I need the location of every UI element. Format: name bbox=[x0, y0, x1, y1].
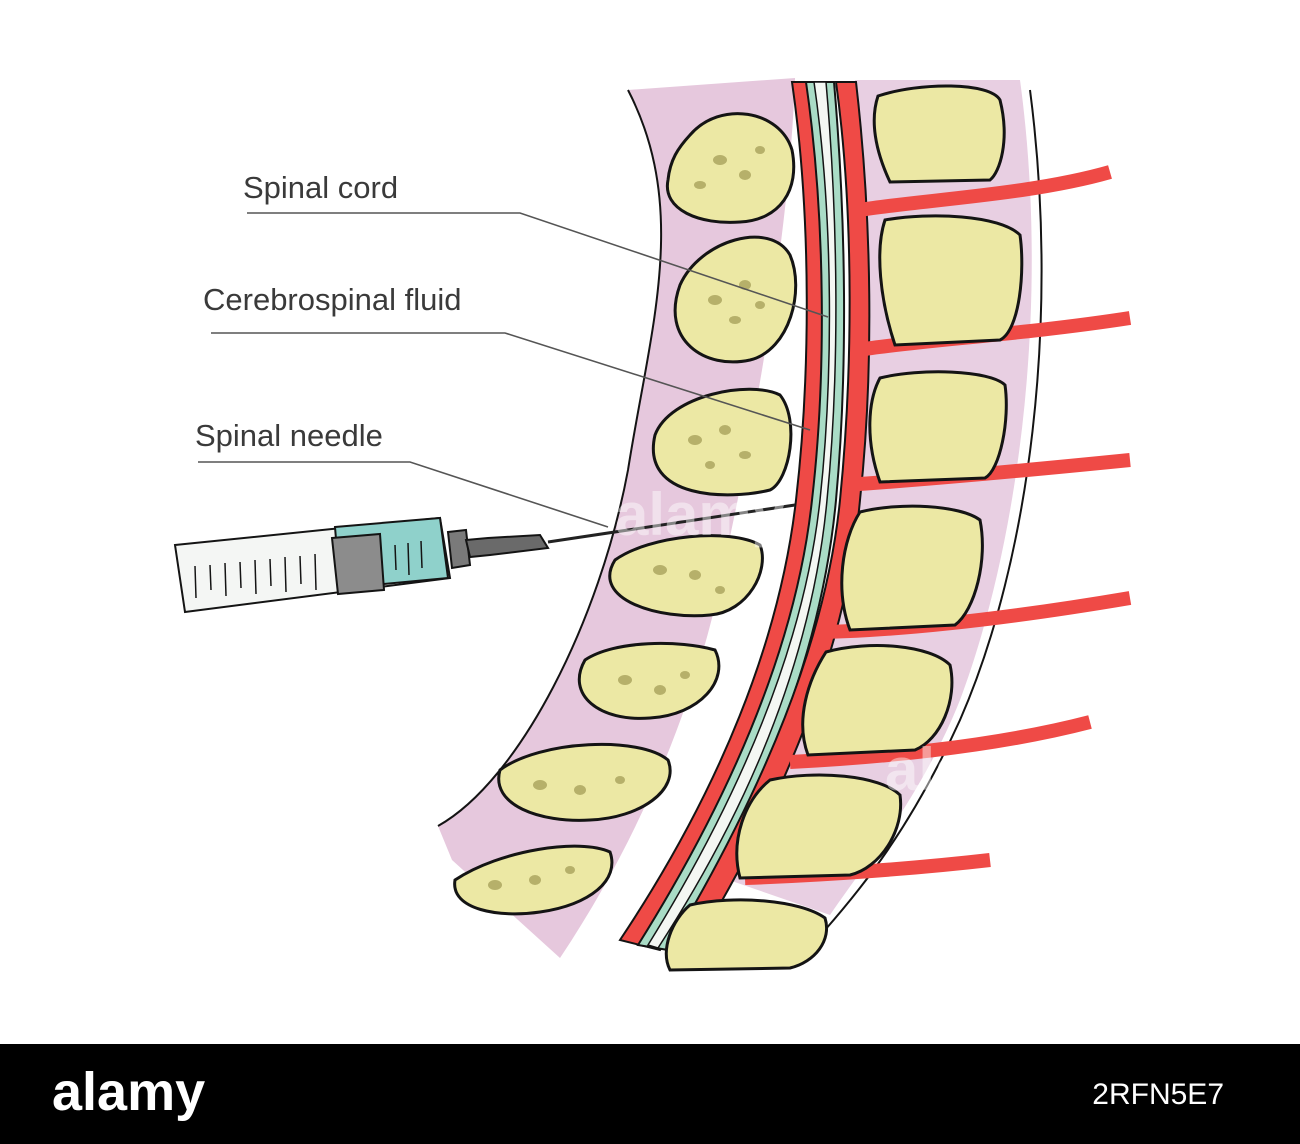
label-spinal-cord: Spinal cord bbox=[243, 170, 399, 205]
vertebral-body-5 bbox=[801, 644, 954, 757]
syringe-graduations bbox=[194, 540, 423, 599]
watermark: alamy bbox=[615, 481, 786, 548]
tissue-outline-left bbox=[437, 89, 663, 827]
image-id: 2RFN5E7 bbox=[1092, 1078, 1224, 1111]
spinous-process-3 bbox=[651, 387, 793, 497]
spinal-cord bbox=[646, 81, 837, 949]
vertebral-bodies bbox=[664, 84, 1024, 972]
vertebral-body-2 bbox=[878, 214, 1024, 347]
spinous-processes bbox=[453, 112, 798, 916]
syringe bbox=[173, 503, 796, 614]
footer-bar: alamy 2RFN5E7 bbox=[0, 1044, 1300, 1144]
vertebral-body-6 bbox=[735, 773, 903, 880]
spinal-tap-diagram bbox=[173, 78, 1132, 972]
needle-hub bbox=[464, 533, 550, 559]
label-spinal-needle: Spinal needle bbox=[195, 418, 383, 453]
spinous-process-5 bbox=[577, 641, 721, 720]
spinal-needle bbox=[547, 503, 796, 544]
leader-line-needle bbox=[198, 461, 609, 528]
syringe-plunger bbox=[330, 532, 386, 596]
vertebral-body-7 bbox=[664, 898, 828, 972]
label-cerebrospinal-fluid: Cerebrospinal fluid bbox=[203, 282, 462, 317]
spinous-process-4 bbox=[608, 534, 764, 618]
spinous-process-2 bbox=[673, 235, 798, 364]
vertebral-body-1 bbox=[872, 84, 1006, 184]
spinous-process-1 bbox=[665, 112, 796, 224]
vertebral-body-3 bbox=[868, 370, 1008, 484]
vertebral-body-4 bbox=[840, 504, 984, 632]
bone-texture bbox=[488, 146, 765, 890]
watermark: alamy bbox=[885, 736, 1056, 803]
leader-line-csf bbox=[211, 332, 811, 431]
syringe-hub bbox=[446, 528, 472, 570]
logo-text: alamy bbox=[52, 1064, 205, 1122]
leader-line-spinal-cord bbox=[247, 212, 829, 318]
spinous-process-6 bbox=[497, 742, 672, 822]
alamy-logo: alamy bbox=[52, 1064, 205, 1122]
